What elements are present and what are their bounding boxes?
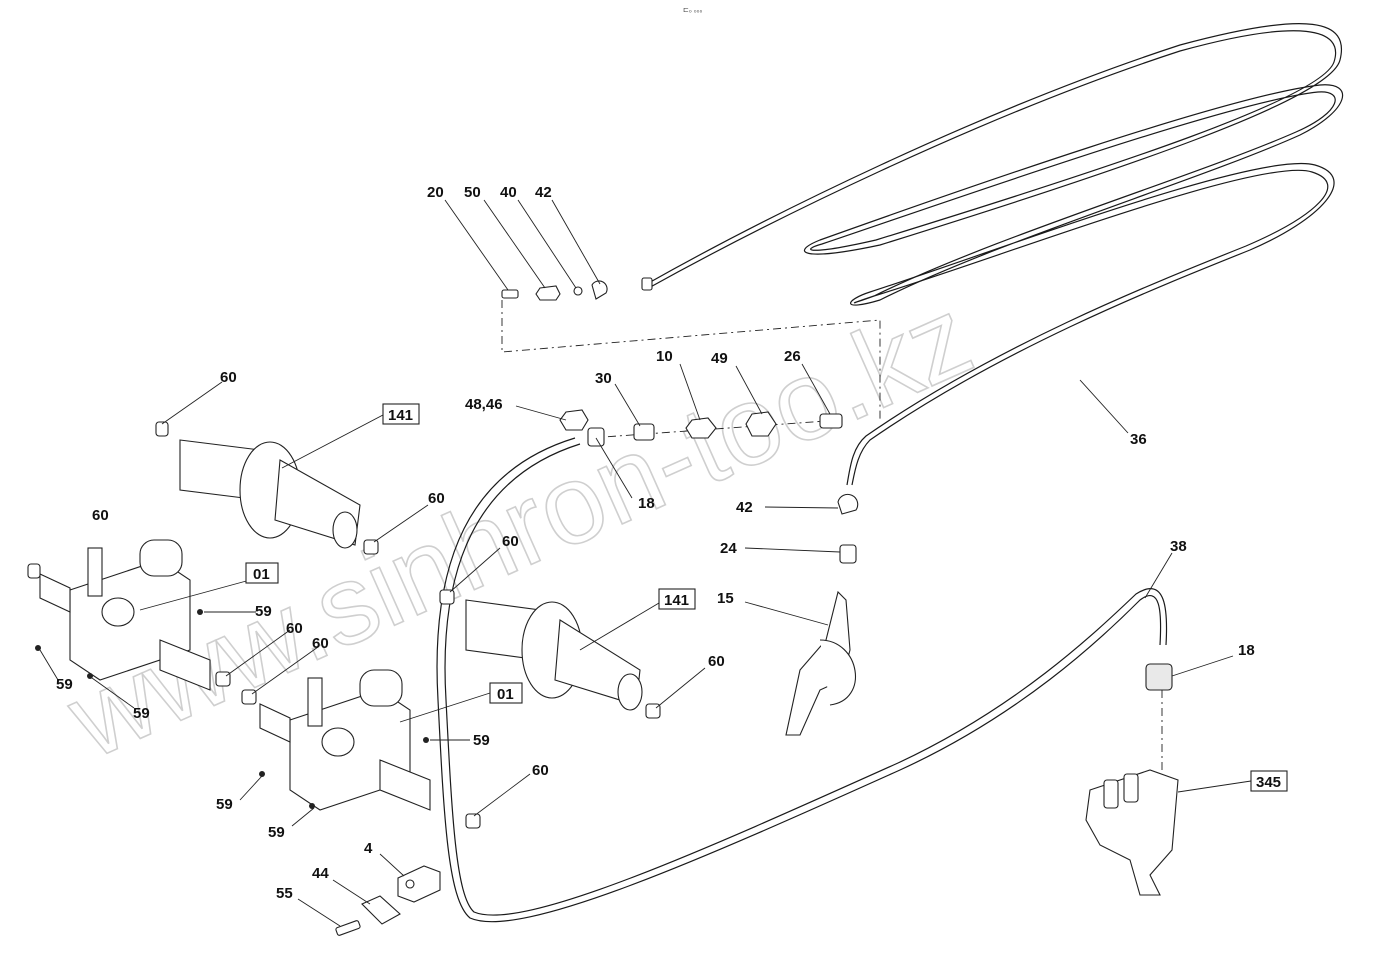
callout-59: 59 [133, 705, 150, 722]
clamp-4 [397, 865, 441, 903]
shaft-141-lower [465, 599, 643, 711]
callout-60: 60 [92, 507, 109, 524]
callout-10: 10 [656, 348, 673, 365]
callout-141: 141 [664, 592, 689, 609]
callout-60: 60 [286, 620, 303, 637]
callout-60: 60 [532, 762, 549, 779]
callout-59: 59 [216, 796, 233, 813]
valve-block-345 [1085, 769, 1179, 896]
hose-38 [436, 437, 1168, 923]
callout-48-46: 48,46 [465, 396, 503, 413]
callout-box [658, 588, 696, 610]
callout-box [245, 562, 279, 584]
dashed-assembly-line-fittings [589, 419, 841, 439]
callout-01: 01 [253, 566, 270, 583]
callout-42: 42 [535, 184, 552, 201]
screw-55 [335, 920, 361, 936]
callout-box [1250, 770, 1288, 792]
callout-24: 24 [720, 540, 737, 557]
callout-59: 59 [268, 824, 285, 841]
callout-141: 141 [388, 407, 413, 424]
callout-59: 59 [56, 676, 73, 693]
leader-lines [39, 199, 1252, 927]
callout-345: 345 [1256, 774, 1281, 791]
callout-59: 59 [473, 732, 490, 749]
callout-60: 60 [220, 369, 237, 386]
callout-59: 59 [255, 603, 272, 620]
callout-box [489, 682, 523, 704]
callout-4: 4 [364, 840, 373, 857]
hose-loop-36 [644, 23, 1344, 486]
plate-44 [361, 895, 401, 925]
callout-49: 49 [711, 350, 728, 367]
shaft-141-upper [155, 421, 361, 549]
callout-55: 55 [276, 885, 293, 902]
callout-60: 60 [428, 490, 445, 507]
callout-18: 18 [638, 495, 655, 512]
callout-01: 01 [497, 686, 514, 703]
callout-60: 60 [708, 653, 725, 670]
gun-assembly [785, 493, 859, 736]
callout-18: 18 [1238, 642, 1255, 659]
callout-26: 26 [784, 348, 801, 365]
callout-44: 44 [312, 865, 329, 882]
dashed-assembly-line-top [501, 300, 881, 420]
small-parts [27, 539, 661, 829]
callout-box [382, 403, 420, 425]
callout-15: 15 [717, 590, 734, 607]
bearing-block-01-right [259, 669, 431, 811]
header-mark: ⊏₀ ₀₀₀ [683, 7, 703, 14]
callout-40: 40 [500, 184, 517, 201]
callout-42: 42 [736, 499, 753, 516]
coupling-18 [1145, 663, 1173, 691]
callout-60: 60 [502, 533, 519, 550]
fittings-top [501, 277, 653, 301]
bearing-block-01-left [39, 539, 211, 691]
callout-36: 36 [1130, 431, 1147, 448]
callout-60: 60 [312, 635, 329, 652]
fittings-middle [559, 409, 843, 447]
callout-38: 38 [1170, 538, 1187, 555]
callout-labels: 20 50 40 42 60 141 48,46 30 10 49 26 36 … [56, 184, 1288, 902]
watermark: www.sinhron-too.kz [50, 273, 989, 783]
callout-50: 50 [464, 184, 481, 201]
callout-30: 30 [595, 370, 612, 387]
callout-20: 20 [427, 184, 444, 201]
